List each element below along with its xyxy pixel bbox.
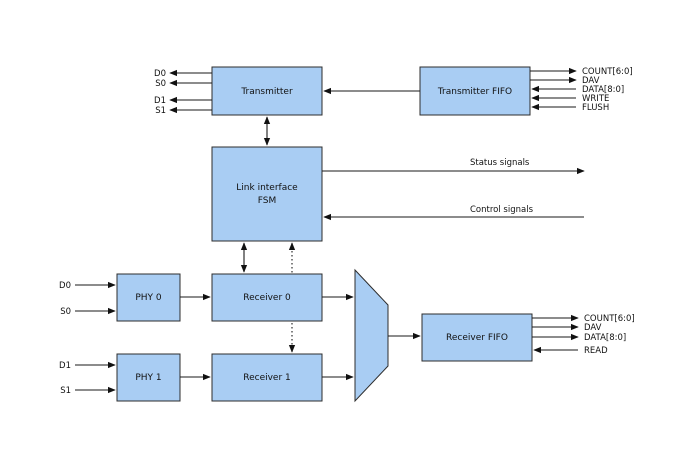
phy0-port-d0: D0 [59,281,71,291]
phy0-port-s0: S0 [60,307,71,317]
fsm-label-line2: FSM [258,196,277,206]
multiplexer-shape [354,268,389,403]
txfifo-port-write: WRITE [582,94,609,104]
control-signals-label: Control signals [470,205,534,215]
tx-port-d0: D0 [154,69,166,79]
transmitter-block: Transmitter [211,66,323,116]
receiver-fifo-label: Receiver FIFO [446,333,508,343]
phy1-block: PHY 1 [116,353,181,402]
rxfifo-port-data: DATA[8:0] [584,333,626,343]
phy0-label: PHY 0 [135,293,162,303]
receiver1-label: Receiver 1 [243,373,291,383]
phy0-block: PHY 0 [116,273,181,322]
phy1-label: PHY 1 [135,373,161,383]
rxfifo-port-read: READ [584,346,608,356]
receiver-fifo-block: Receiver FIFO [421,313,533,362]
receiver1-block: Receiver 1 [211,353,323,402]
fsm-label-line1: Link interface [236,183,298,193]
phy1-port-s1: S1 [60,386,71,396]
rxfifo-port-dav: DAV [584,323,602,333]
tx-port-s0: S0 [155,79,166,89]
receiver0-block: Receiver 0 [211,273,323,322]
transmitter-fifo-block: Transmitter FIFO [419,66,531,116]
tx-port-s1: S1 [155,106,166,116]
receiver0-label: Receiver 0 [243,293,291,303]
transmitter-fifo-label: Transmitter FIFO [437,87,512,97]
transmitter-outputs: D0 S0 D1 S1 [154,69,212,116]
txfifo-port-flush: FLUSH [582,103,609,113]
phy1-port-d1: D1 [59,361,71,371]
txfifo-port-count: COUNT[6:0] [582,67,633,77]
tx-port-d1: D1 [154,96,166,106]
transmitter-fifo-ports: COUNT[6:0] DAV DATA[8:0] WRITE FLUSH [530,67,633,113]
receiver-fifo-ports: COUNT[6:0] DAV DATA[8:0] READ [532,314,635,356]
txfifo-port-dav: DAV [582,76,600,86]
status-signals-label: Status signals [470,158,530,168]
link-interface-fsm-block: Link interface FSM [211,146,323,242]
transmitter-label: Transmitter [240,87,293,97]
txfifo-port-data: DATA[8:0] [582,85,624,95]
rxfifo-port-count: COUNT[6:0] [584,314,635,324]
